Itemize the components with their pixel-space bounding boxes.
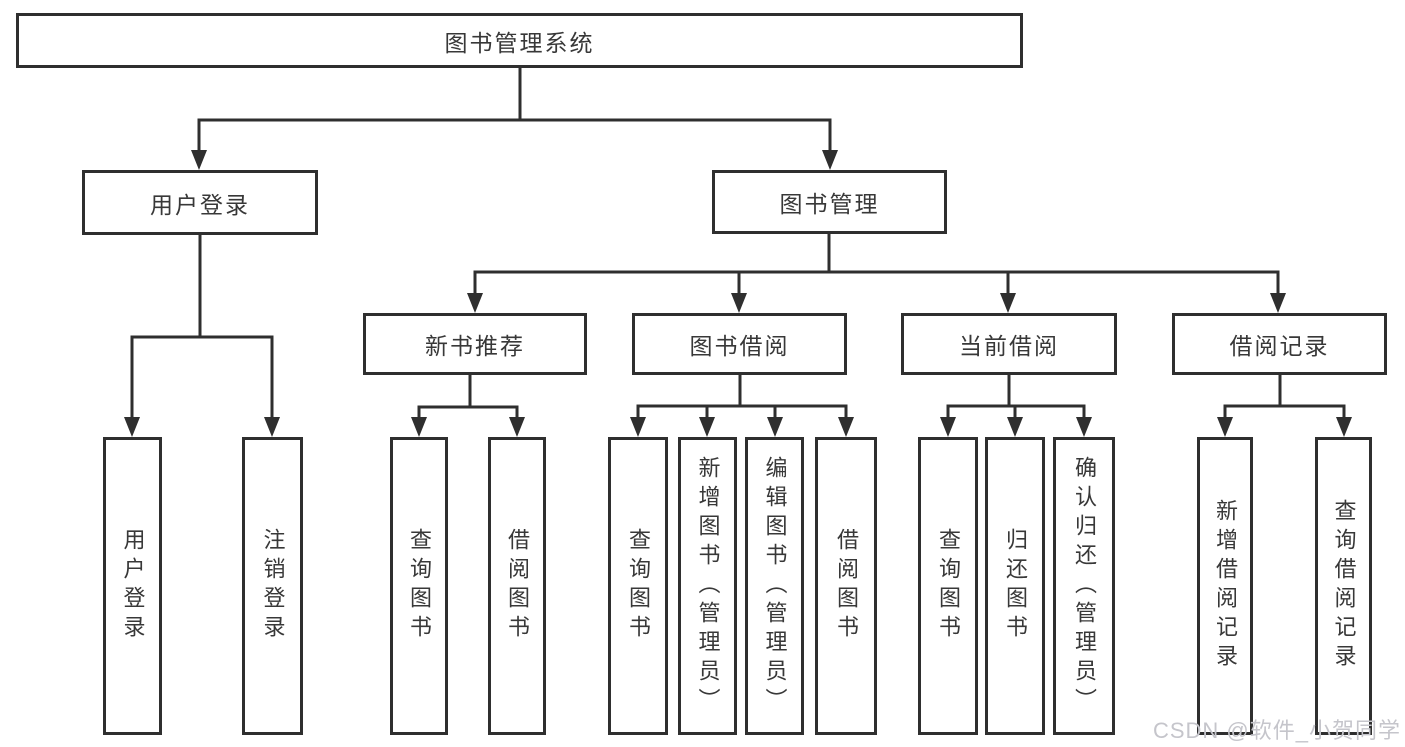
leaf-borrow-book-recommend: 借阅图书 — [488, 437, 546, 735]
leaf-query-borrow-record: 查询借阅记录 — [1315, 437, 1372, 735]
node-current-borrow: 当前借阅 — [901, 313, 1117, 375]
leaf-query-book-borrow-label: 查询图书 — [626, 528, 651, 644]
leaf-add-borrow-record: 新增借阅记录 — [1197, 437, 1253, 735]
node-user-login-label: 用户登录 — [150, 191, 250, 218]
node-borrow-records: 借阅记录 — [1172, 313, 1387, 375]
node-root-label: 图书管理系统 — [444, 29, 595, 56]
leaf-add-book: 新增图书（管理员） — [678, 437, 737, 735]
node-new-book-recommend-label: 新书推荐 — [425, 333, 525, 359]
node-book-borrow: 图书借阅 — [632, 313, 847, 375]
leaf-borrow-book: 借阅图书 — [815, 437, 877, 735]
leaf-add-book-label: 新增图书（管理员） — [695, 455, 721, 717]
leaf-logout: 注销登录 — [242, 437, 303, 735]
leaf-query-borrow-record-label: 查询借阅记录 — [1331, 499, 1357, 673]
leaf-query-book-recommend: 查询图书 — [390, 437, 448, 735]
node-user-login: 用户登录 — [82, 170, 318, 235]
node-current-borrow-label: 当前借阅 — [959, 333, 1059, 359]
leaf-borrow-book-recommend-label: 借阅图书 — [505, 528, 530, 644]
leaf-query-book-borrow: 查询图书 — [608, 437, 668, 735]
node-book-borrow-label: 图书借阅 — [689, 333, 790, 359]
leaf-edit-book-label: 编辑图书（管理员） — [762, 455, 788, 717]
leaf-user-login-label: 用户登录 — [120, 528, 146, 644]
leaf-query-current-borrow-label: 查询图书 — [936, 528, 961, 644]
leaf-logout-label: 注销登录 — [260, 528, 286, 644]
leaf-return-book-label: 归还图书 — [1003, 528, 1028, 644]
leaf-query-book-recommend-label: 查询图书 — [407, 528, 432, 644]
node-new-book-recommend: 新书推荐 — [363, 313, 587, 375]
node-book-management-label: 图书管理 — [779, 191, 880, 217]
csdn-watermark: CSDN @软件_小贺同学 — [1152, 718, 1401, 743]
leaf-confirm-return-label: 确认归还（管理员） — [1072, 455, 1097, 717]
leaf-borrow-book-label: 借阅图书 — [834, 528, 859, 644]
leaf-return-book: 归还图书 — [985, 437, 1045, 735]
node-borrow-records-label: 借阅记录 — [1229, 333, 1330, 359]
leaf-query-current-borrow: 查询图书 — [918, 437, 978, 735]
leaf-user-login: 用户登录 — [103, 437, 162, 735]
node-root: 图书管理系统 — [16, 13, 1023, 68]
leaf-add-borrow-record-label: 新增借阅记录 — [1213, 499, 1238, 673]
leaf-edit-book: 编辑图书（管理员） — [745, 437, 804, 735]
node-book-management: 图书管理 — [712, 170, 947, 234]
leaf-confirm-return: 确认归还（管理员） — [1053, 437, 1115, 735]
